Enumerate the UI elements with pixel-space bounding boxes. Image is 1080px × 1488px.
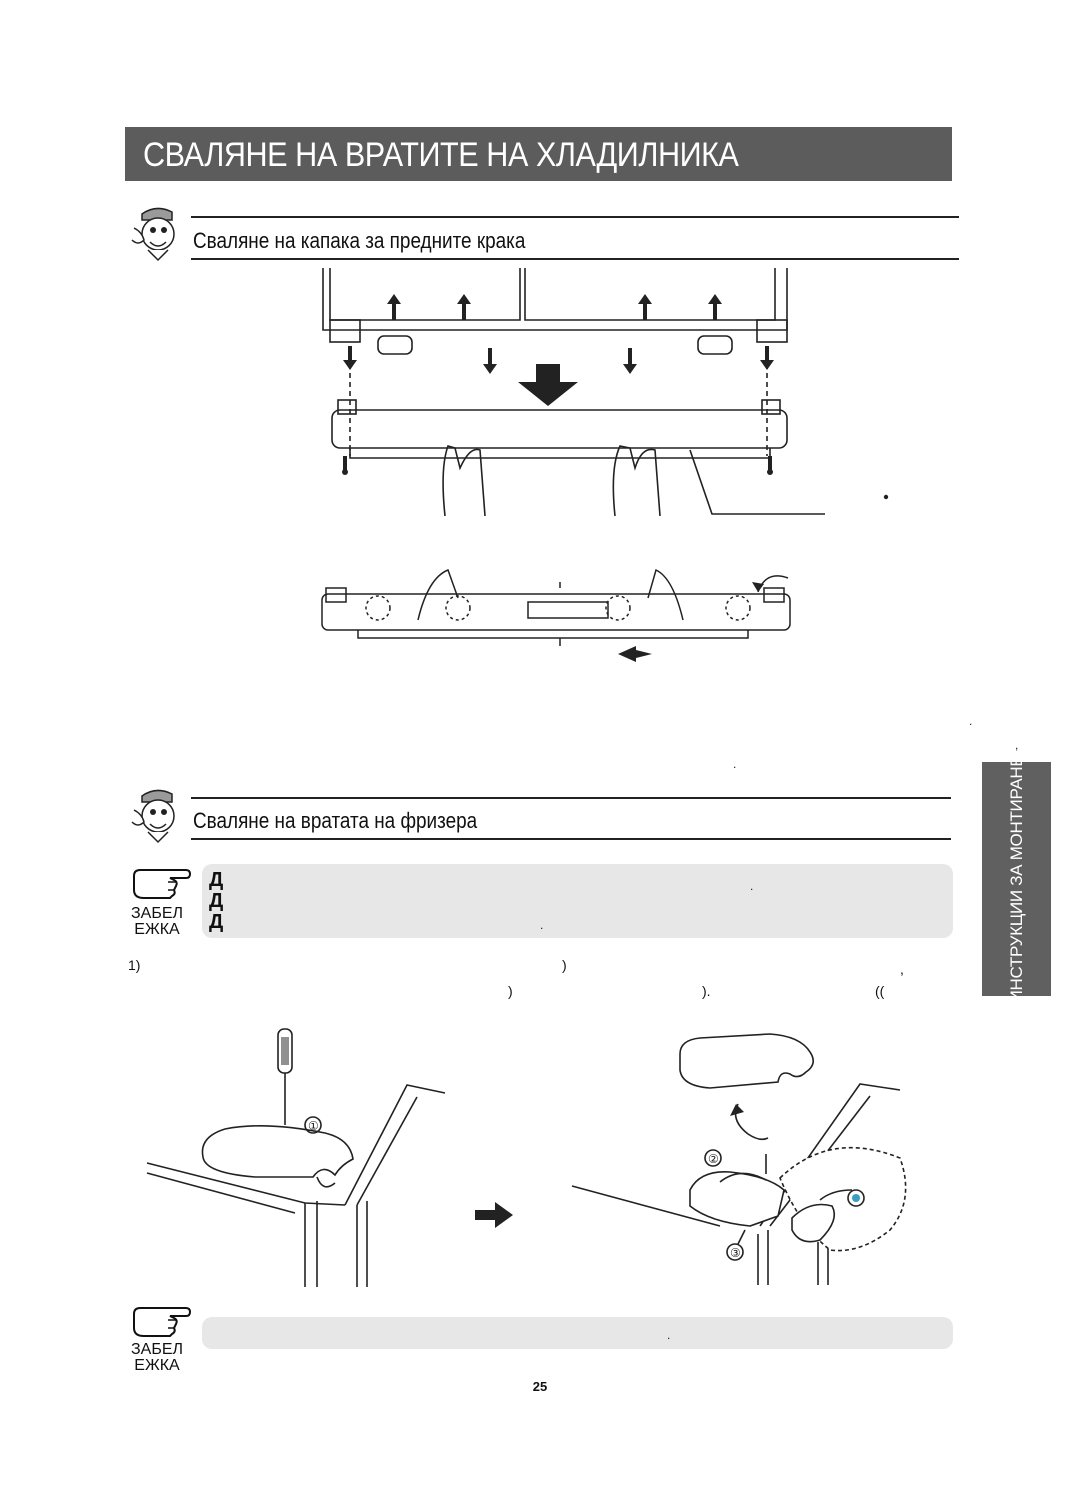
note-marker: Д [209,911,224,933]
mascot-icon [131,207,175,262]
kickplate-detail-illustration [321,568,791,662]
stray-mark: . [750,879,754,893]
hinge-cover-illustration: ① [146,1028,446,1287]
page-title: СВАЛЯНЕ НА ВРАТИТЕ НА ХЛАДИЛНИКА [143,136,739,174]
pointing-hand-icon [133,1307,192,1337]
step-fragment: (( [875,983,885,999]
section2-title: Сваляне на вратата на фризера [193,808,478,833]
kickplate-removal-illustration [322,268,889,517]
step-fragment: ) [562,957,567,973]
callout-1: ① [308,1119,319,1133]
section1-title: Сваляне на капака за предните крака [193,228,526,253]
step-fragment: , [900,961,904,977]
note-marker: Д [209,890,224,912]
page-number: 25 [532,1379,548,1394]
note-box-bottom [202,1317,953,1349]
stray-mark: . [969,714,973,728]
callout-3: ③ [730,1246,741,1260]
step-number: 1) [128,957,141,973]
note-marker: Д [209,869,224,891]
side-tab-label: ИНСТРУКЦИИ ЗА МОНТИРАНЕ [1006,755,1026,1003]
step-fragment: ). [702,983,711,999]
section2-rule-top [191,797,951,799]
side-tab: ИНСТРУКЦИИ ЗА МОНТИРАНЕ [982,756,1051,1002]
note-box-top [202,864,953,938]
pointing-hand-icon [133,869,192,899]
next-step-arrow [475,1202,513,1228]
section2-rule-bottom [191,838,951,840]
stray-mark: . [667,1328,671,1342]
callout-2: ② [708,1152,719,1166]
hinge-wiring-illustration: ② ③ [571,1033,907,1285]
stray-mark: . [540,918,544,932]
section1-rule-bottom [191,258,959,260]
section1-rule-top [191,216,959,218]
stray-mark: . [733,757,737,771]
step-fragment: ) [508,983,513,999]
title-bar [125,127,952,181]
mascot-icon [131,789,175,844]
stray-mark: , [1015,738,1019,752]
note-markers: Д Д Д [209,870,223,933]
